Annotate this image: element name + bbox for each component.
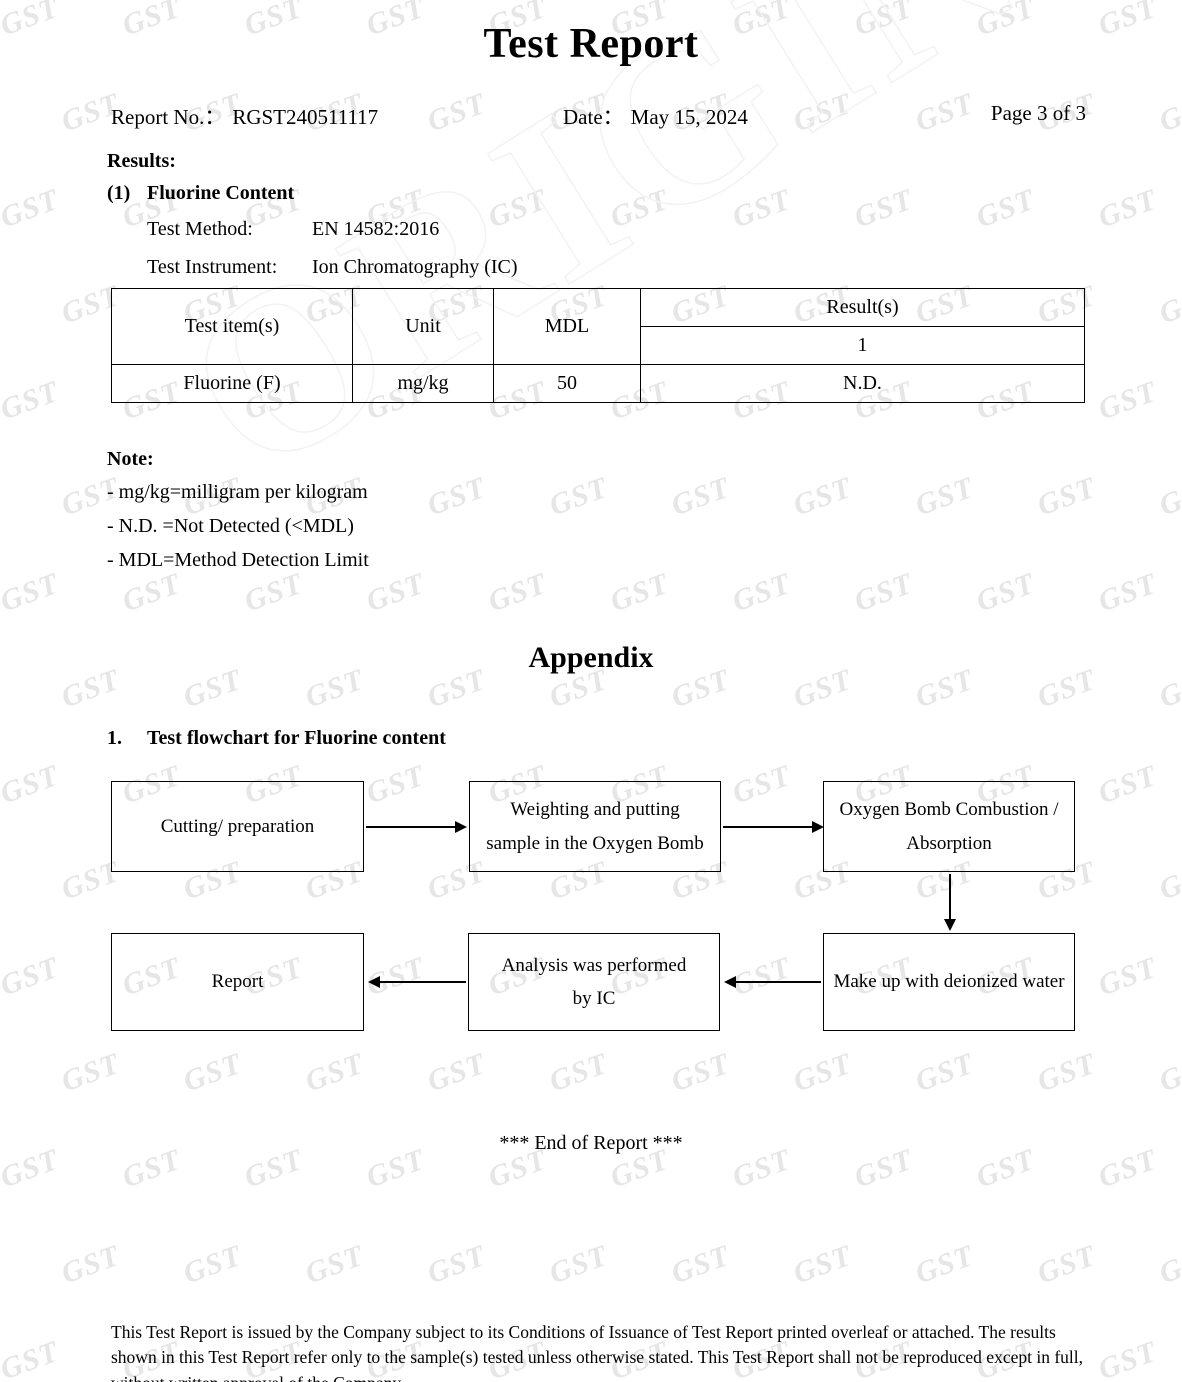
flow-arrow-3-to-4 bbox=[944, 874, 956, 931]
report-number: Report No.：RGST240511117 bbox=[111, 101, 378, 131]
flow-arrow-2-to-3 bbox=[723, 821, 824, 833]
header-results: Result(s) bbox=[640, 288, 1085, 327]
table-header-row-sample: 1 bbox=[112, 326, 1085, 365]
report-date-value: May 15, 2024 bbox=[630, 105, 748, 129]
flow-arrow-4-to-5 bbox=[724, 976, 821, 988]
test-instrument-value: Ion Chromatography (IC) bbox=[312, 256, 518, 278]
results-item-title: Fluorine Content bbox=[147, 182, 295, 204]
appendix-title: Appendix bbox=[528, 641, 654, 674]
table-header-row-top: Test item(s) Unit MDL Result(s) bbox=[111, 288, 1085, 365]
test-instrument-row: Test Instrument: Ion Chromatography (IC) bbox=[147, 256, 518, 279]
page-indicator: Page 3 of 3 bbox=[990, 101, 1086, 125]
footer-disclaimer: This Test Report is issued by the Compan… bbox=[111, 1322, 1084, 1382]
cell-mdl: 50 bbox=[493, 364, 641, 403]
cell-unit: mg/kg bbox=[352, 364, 494, 403]
flowchart-section-number: 1. bbox=[107, 727, 122, 749]
results-section-label: Results: bbox=[107, 150, 176, 172]
report-number-colon: ： bbox=[204, 105, 226, 129]
flowchart-section-title: 1. Test flowchart for Fluorine content bbox=[107, 727, 446, 750]
report-number-value: RGST240511117 bbox=[232, 105, 379, 129]
table-row: Fluorine (F) mg/kg 50 N.D. bbox=[111, 364, 1085, 403]
note-line: - mg/kg=milligram per kilogram bbox=[107, 481, 368, 503]
page-title: Test Report bbox=[483, 21, 699, 67]
note-line: - N.D. =Not Detected (<MDL) bbox=[107, 515, 354, 537]
header-test-item: Test item(s) bbox=[111, 288, 353, 365]
header-unit: Unit bbox=[352, 288, 494, 365]
cell-test-item: Fluorine (F) bbox=[111, 364, 353, 403]
flow-arrow-1-to-2 bbox=[366, 821, 467, 833]
results-item-number: (1) bbox=[107, 182, 131, 204]
cell-result: N.D. bbox=[640, 364, 1085, 403]
note-title: Note: bbox=[107, 448, 154, 470]
report-date-colon: ： bbox=[602, 105, 624, 129]
flowchart-section-label: Test flowchart for Fluorine content bbox=[147, 727, 446, 749]
report-date-label: Date bbox=[563, 105, 603, 129]
results-table: Test item(s) Unit MDL Result(s) 1 Fluori… bbox=[111, 288, 1085, 403]
test-instrument-label: Test Instrument: bbox=[147, 256, 278, 278]
note-line: - MDL=Method Detection Limit bbox=[107, 549, 369, 571]
test-method-row: Test Method: EN 14582:2016 bbox=[147, 218, 439, 241]
flow-box-report: Report bbox=[111, 933, 364, 1031]
end-of-report-text: *** End of Report *** bbox=[499, 1132, 683, 1154]
test-method-label: Test Method: bbox=[147, 218, 253, 240]
flow-box-deionized-water: Make up with deionized water bbox=[823, 933, 1075, 1031]
report-number-label: Report No. bbox=[111, 105, 205, 129]
header-mdl: MDL bbox=[493, 288, 641, 365]
header-sample-number: 1 bbox=[640, 326, 1085, 365]
results-item-heading: (1) Fluorine Content bbox=[107, 182, 294, 205]
flow-box-cutting-preparation: Cutting/ preparation bbox=[111, 781, 364, 872]
flow-arrow-5-to-6 bbox=[368, 976, 466, 988]
test-method-value: EN 14582:2016 bbox=[312, 218, 440, 240]
report-date: Date：May 15, 2024 bbox=[563, 101, 748, 131]
flow-box-oxygen-bomb-combustion: Oxygen Bomb Combustion /Absorption bbox=[823, 781, 1075, 872]
